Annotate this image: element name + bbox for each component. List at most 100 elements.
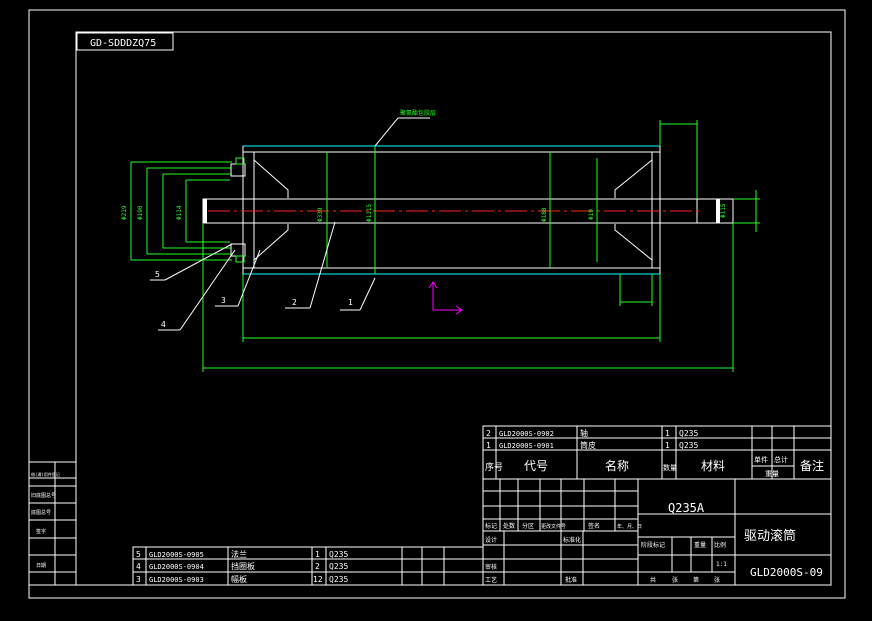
axis-marker	[428, 281, 463, 315]
part-label-4: 4	[161, 320, 166, 329]
upper-row-1-no: 1	[486, 441, 491, 450]
upper-row-0-qty: 1	[665, 429, 670, 438]
lower-row-2-no: 3	[136, 575, 141, 584]
part-label-3: 3	[221, 296, 226, 305]
dim-d8: Φ115	[720, 203, 727, 218]
tb-weight: 重量	[694, 541, 706, 549]
tb-sheet-total: 共	[650, 576, 656, 584]
part-label-2: 2	[292, 298, 297, 307]
lower-row-0-code: GLD2000S-0905	[149, 551, 204, 559]
shaft-right-end	[716, 199, 720, 223]
coating-note: 聚氨酯包胶层	[400, 109, 436, 117]
dim-d3: Φ1115	[366, 204, 373, 222]
tb-label-change: 更改文件号	[541, 523, 566, 530]
side-label-1: 旧底图总号	[31, 492, 56, 499]
roller-drawing	[202, 145, 734, 275]
dim-d4: Φ114	[176, 205, 183, 220]
scale: 1:1	[716, 561, 727, 568]
retainer-bottom	[235, 255, 245, 263]
header-weight-single: 单件	[754, 455, 768, 464]
header-no: 序号	[485, 461, 503, 473]
upper-row-0-name: 轴	[580, 428, 588, 438]
shaft-left-end	[203, 199, 207, 223]
inner-frame	[75, 31, 832, 586]
drawing-code: GLD2000S-09	[750, 566, 823, 579]
tb-review: 审核	[485, 563, 497, 571]
lower-row-1-no: 4	[136, 562, 141, 571]
drawing-title: 驱动滚筒	[744, 528, 796, 544]
lower-row-0-no: 5	[136, 550, 141, 559]
side-label-0: 借(通)用件登记	[31, 471, 60, 477]
upper-row-1-qty: 1	[665, 441, 670, 450]
retainer-top	[235, 157, 245, 165]
lower-row-1-name: 挡圈板	[231, 561, 255, 571]
lower-row-0-mat: Q235	[329, 550, 348, 559]
side-label-2: 底图总号	[31, 509, 51, 516]
side-block-labels: 借(通)用件登记 旧底图总号 底图总号 签字 日期	[31, 471, 60, 569]
dim-d2: Φ339	[317, 207, 324, 222]
tb-label-count: 处数	[503, 522, 515, 530]
lower-row-1-code: GLD2000S-0904	[149, 563, 204, 571]
dim-d1: Φ219	[121, 205, 128, 220]
part-label-5: 5	[155, 270, 160, 279]
lower-row-0-qty: 1	[315, 550, 320, 559]
tb-process: 工艺	[485, 576, 497, 584]
header-remark: 备注	[800, 458, 824, 473]
tb-design: 设计	[485, 536, 497, 544]
code-box-text: GD-SDDDZQ75	[90, 38, 156, 49]
lower-parts-rows: 5 GLD2000S-0905 法兰 1 Q235 4 GLD2000S-090…	[136, 549, 348, 584]
tb-label-sign: 签名	[588, 522, 600, 530]
title-block-labels: 标记 处数 分区 更改文件号 签名 年、月、日 设计 标准化 审核 工艺 批准 …	[485, 522, 726, 584]
lower-row-2-code: GLD2000S-0903	[149, 576, 204, 584]
upper-row-1-name: 筒皮	[580, 440, 596, 450]
side-label-3: 签字	[36, 528, 46, 535]
header-code: 代号	[524, 459, 548, 473]
lower-row-1-qty: 2	[315, 562, 320, 571]
tb-stage: 阶段标记	[641, 541, 665, 549]
tb-label-mark: 标记	[485, 522, 497, 530]
upper-row-0-mat: Q235	[679, 429, 698, 438]
upper-parts-rows: 2 GLD2000S-0902 轴 1 Q235 1 GLD2000S-0901…	[486, 428, 698, 450]
tb-sheet-no: 第	[693, 576, 699, 584]
dim-d7: Φ19	[588, 209, 595, 220]
part-label-1: 1	[348, 298, 353, 307]
header-weight-total: 总计	[774, 455, 788, 464]
header-qty: 数量	[663, 463, 677, 472]
lower-parts-table	[132, 546, 484, 586]
header-mat: 材料	[701, 459, 725, 473]
tb-label-date: 年、月、日	[617, 523, 642, 530]
dim-d5: Φ180	[541, 207, 548, 222]
lower-row-2-mat: Q235	[329, 575, 348, 584]
upper-row-0-code: GLD2000S-0902	[499, 430, 554, 438]
tb-sheet-unit-2: 张	[714, 576, 720, 584]
side-block	[28, 461, 77, 586]
header-weight-label: 重量	[765, 470, 779, 478]
tb-approve: 批准	[565, 576, 577, 584]
lower-row-2-qty: 12	[313, 575, 323, 584]
length-dimensions	[202, 120, 760, 372]
tb-sheet-unit-1: 张	[672, 576, 678, 584]
lower-row-1-mat: Q235	[329, 562, 348, 571]
code-box	[76, 32, 174, 51]
tb-label-zone: 分区	[522, 522, 534, 530]
left-dimensions	[130, 161, 232, 261]
outer-frame	[28, 9, 846, 599]
tb-standard: 标准化	[563, 536, 581, 544]
title-block	[482, 478, 832, 586]
gusset-right-bottom	[614, 224, 653, 261]
upper-parts-headers: 序号 代号 名称 数量 材料 单件 总计 重量 备注	[485, 455, 824, 478]
coating-top	[242, 145, 661, 153]
tb-scale-label: 比例	[714, 541, 726, 549]
upper-row-1-code: GLD2000S-0901	[499, 442, 554, 450]
leaders	[150, 117, 430, 331]
gusset-left-bottom	[253, 224, 289, 261]
lower-row-0-name: 法兰	[231, 549, 247, 559]
upper-row-0-no: 2	[486, 429, 491, 438]
coating-bottom	[242, 267, 661, 275]
header-name: 名称	[605, 458, 629, 473]
side-label-4: 日期	[36, 563, 46, 569]
dim-d6: Φ190	[137, 205, 144, 220]
upper-row-1-mat: Q235	[679, 441, 698, 450]
gusset-right-top	[614, 159, 653, 198]
